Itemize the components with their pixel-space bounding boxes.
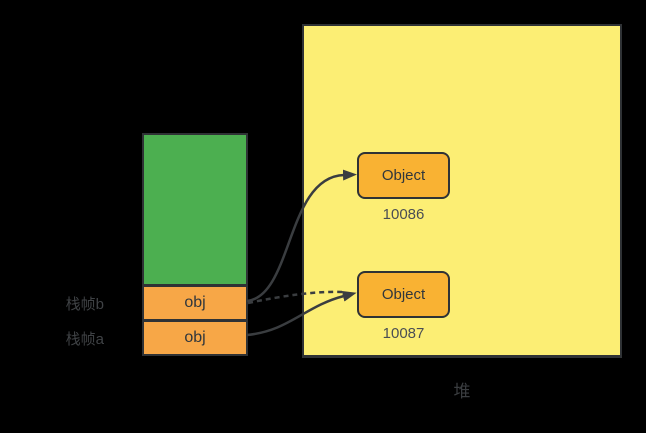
heap-object-10086-name: Object xyxy=(381,167,426,184)
heap-region xyxy=(302,24,622,358)
heap-object-10087-address: 10087 xyxy=(382,325,425,342)
stack-frame-b-label: 栈帧b xyxy=(65,296,104,313)
heap-object-10087-name: Object xyxy=(381,286,426,303)
stack-free-space-block xyxy=(142,133,248,286)
heap-object-10087: Object xyxy=(357,271,450,318)
stack-frame-a-var-name: obj xyxy=(184,329,206,346)
stack-frame-a-label: 栈帧a xyxy=(65,331,104,348)
heap-object-10086: Object xyxy=(357,152,450,199)
stack-frame-b-obj-cell: obj xyxy=(142,285,248,321)
stack-frame-a-obj-cell: obj xyxy=(142,320,248,356)
heap-caption: 堆 xyxy=(453,382,471,401)
stack-frame-b-var-name: obj xyxy=(184,294,206,311)
heap-object-10086-address: 10086 xyxy=(382,206,425,223)
